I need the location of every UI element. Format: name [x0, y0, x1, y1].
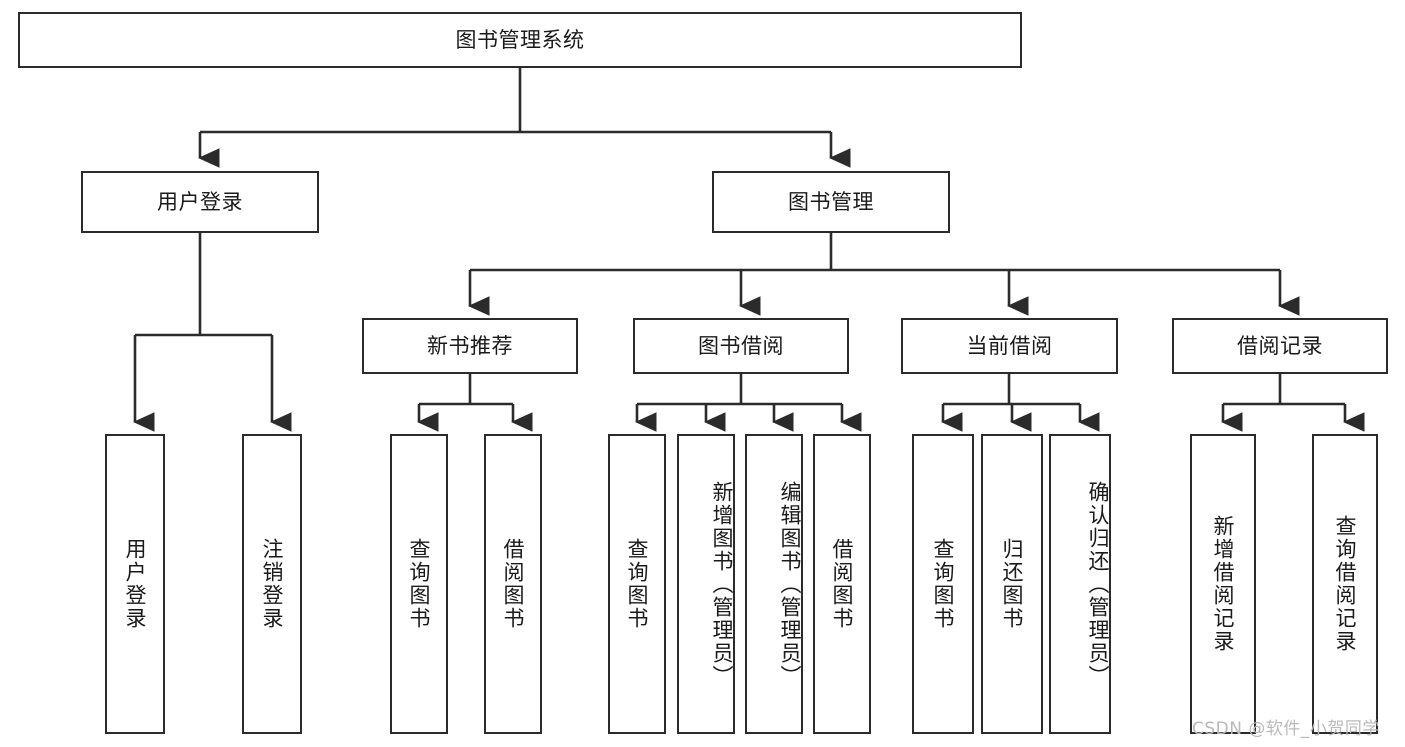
node-leaf-logout[interactable]: 注销登录 — [242, 434, 302, 734]
node-leaf-add-borrow-record-label: 新增借阅记录 — [1211, 515, 1236, 653]
node-leaf-add-book-admin-label: 新增图书（管理员） — [710, 480, 734, 688]
node-leaf-add-borrow-record[interactable]: 新增借阅记录 — [1190, 434, 1256, 734]
node-book-borrow[interactable]: 图书借阅 — [633, 318, 849, 374]
node-current-borrow-label: 当前借阅 — [966, 333, 1053, 358]
node-leaf-user-login[interactable]: 用户登录 — [105, 434, 165, 734]
csdn-watermark: CSDN @软件_小贺同学 — [1192, 719, 1380, 739]
node-borrow-record-label: 借阅记录 — [1237, 333, 1323, 358]
node-leaf-add-book-admin[interactable]: 新增图书（管理员） — [677, 434, 735, 734]
node-leaf-borrow-book-1-label: 借阅图书 — [501, 538, 526, 630]
node-root[interactable]: 图书管理系统 — [18, 12, 1022, 68]
node-leaf-query-book-3-label: 查询图书 — [931, 538, 956, 630]
node-current-borrow[interactable]: 当前借阅 — [901, 318, 1118, 374]
node-leaf-query-book-2[interactable]: 查询图书 — [608, 434, 666, 734]
node-leaf-borrow-book-2[interactable]: 借阅图书 — [813, 434, 871, 734]
node-leaf-borrow-book-1[interactable]: 借阅图书 — [484, 434, 542, 734]
node-leaf-query-borrow-record-label: 查询借阅记录 — [1333, 515, 1358, 653]
node-leaf-edit-book-admin[interactable]: 编辑图书（管理员） — [745, 434, 803, 734]
node-leaf-user-login-label: 用户登录 — [123, 538, 148, 630]
node-root-label: 图书管理系统 — [455, 27, 585, 52]
node-leaf-query-book-3[interactable]: 查询图书 — [912, 434, 974, 734]
node-leaf-query-book-1[interactable]: 查询图书 — [390, 434, 448, 734]
node-book-management[interactable]: 图书管理 — [712, 171, 950, 233]
node-leaf-return-book[interactable]: 归还图书 — [981, 434, 1043, 734]
node-book-borrow-label: 图书借阅 — [698, 333, 784, 358]
node-borrow-record[interactable]: 借阅记录 — [1172, 318, 1388, 374]
node-new-book-recommend-label: 新书推荐 — [427, 333, 513, 358]
node-user-login[interactable]: 用户登录 — [81, 171, 319, 233]
node-leaf-return-book-label: 归还图书 — [1000, 538, 1025, 630]
node-leaf-confirm-return-admin-label: 确认归还（管理员） — [1086, 480, 1110, 688]
node-book-management-label: 图书管理 — [788, 189, 874, 214]
node-leaf-logout-label: 注销登录 — [260, 538, 285, 630]
node-leaf-edit-book-admin-label: 编辑图书（管理员） — [778, 480, 802, 688]
node-leaf-query-book-1-label: 查询图书 — [407, 538, 432, 630]
node-leaf-confirm-return-admin[interactable]: 确认归还（管理员） — [1049, 434, 1111, 734]
node-leaf-borrow-book-2-label: 借阅图书 — [830, 538, 855, 630]
node-new-book-recommend[interactable]: 新书推荐 — [362, 318, 578, 374]
node-leaf-query-borrow-record[interactable]: 查询借阅记录 — [1312, 434, 1378, 734]
node-leaf-query-book-2-label: 查询图书 — [625, 538, 650, 630]
node-user-login-label: 用户登录 — [157, 189, 243, 214]
